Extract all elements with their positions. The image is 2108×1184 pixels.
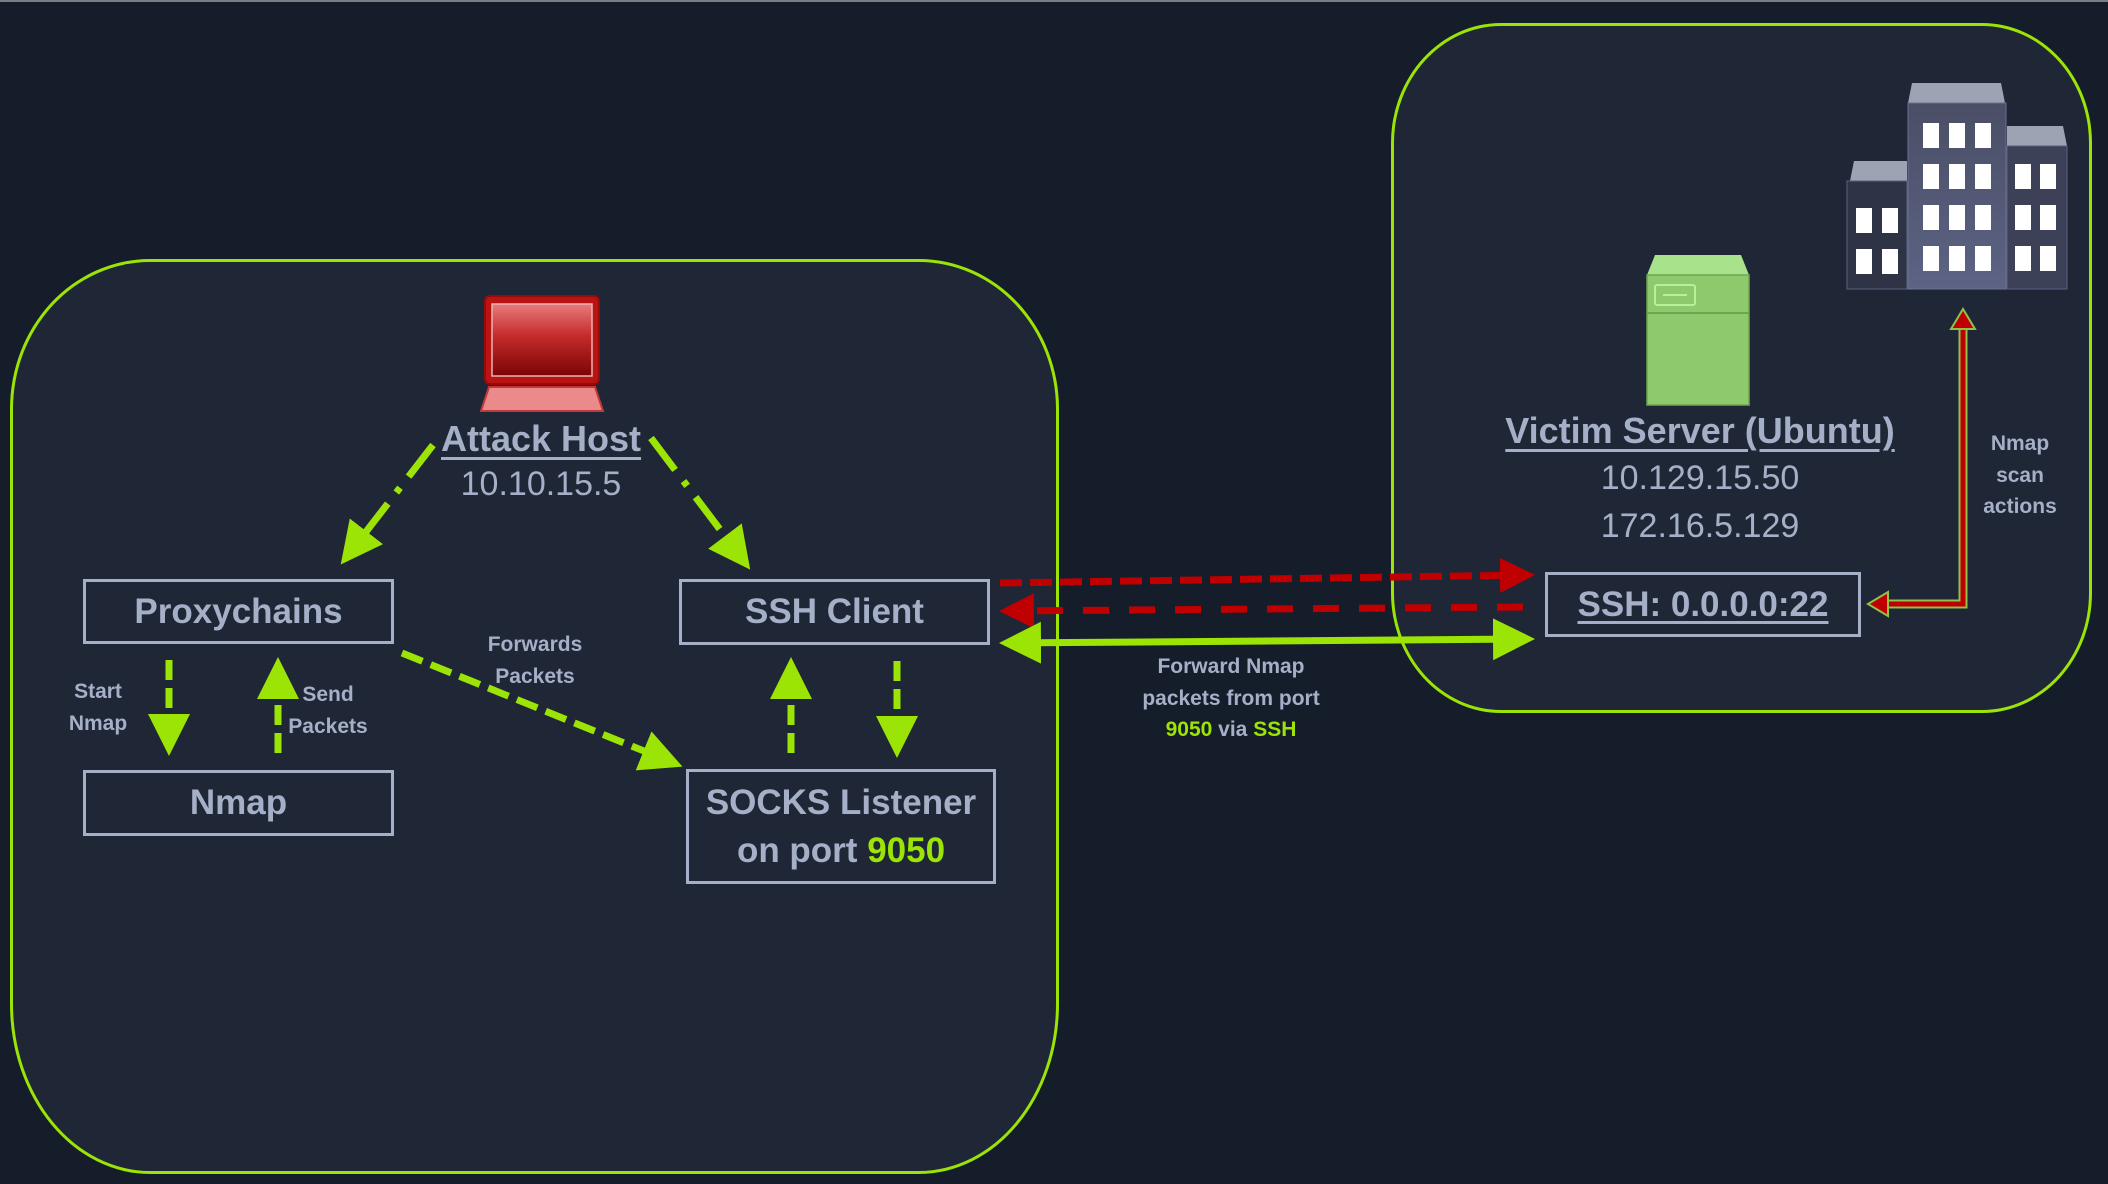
forward-via: via <box>1212 718 1254 741</box>
forward-nmap-line2: packets from port <box>1142 686 1320 710</box>
arrow-attackhost-to-proxychains <box>340 442 436 565</box>
arrow-nmap-scan-actions <box>1866 307 1977 618</box>
start-nmap-line2: Nmap <box>68 711 128 735</box>
proxychains-node[interactable]: Proxychains <box>83 579 394 644</box>
arrow-red-from-ssh-server <box>999 593 1524 629</box>
nmap-scan-actions-label: Nmap scan actions <box>1970 428 2070 523</box>
socks-port: 9050 <box>867 830 946 870</box>
ssh-client-node[interactable]: SSH Client <box>679 579 990 645</box>
victim-server-ip-2: 172.16.5.129 <box>1600 507 1800 545</box>
attack-host-ip: 10.10.15.5 <box>460 465 622 503</box>
forwards-packets-label: Forwards Packets <box>475 629 595 692</box>
nmap-label: Nmap <box>189 783 288 823</box>
arrow-forwards-packets <box>400 649 683 771</box>
ssh-client-label: SSH Client <box>745 592 924 632</box>
socks-port-prefix: on port <box>736 830 868 870</box>
socks-listener-line1: SOCKS Listener <box>705 783 977 823</box>
send-packets-label: Send Packets <box>278 679 378 742</box>
arrow-ssh-tunnel <box>999 618 1535 664</box>
nmap-scan-line3: actions <box>1983 495 2057 518</box>
ssh-server-node[interactable]: SSH: 0.0.0.0:22 <box>1545 572 1861 637</box>
forward-ssh: SSH <box>1253 718 1297 741</box>
nmap-scan-line1: Nmap <box>1990 432 2050 455</box>
forwards-packets-line1: Forwards <box>487 633 583 656</box>
office-buildings-icon <box>1846 83 2068 290</box>
laptop-icon <box>479 295 605 412</box>
forwards-packets-line2: Packets <box>495 664 575 688</box>
forward-port: 9050 <box>1165 718 1213 741</box>
victim-server-title: Victim Server (Ubuntu) <box>1505 410 1895 451</box>
victim-server-ip-1: 10.129.15.50 <box>1600 459 1800 497</box>
start-nmap-line1: Start <box>74 680 122 703</box>
nmap-scan-line2: scan <box>1996 463 2044 487</box>
proxychains-label: Proxychains <box>134 591 343 631</box>
socks-listener-line2: on port 9050 <box>737 827 945 874</box>
socks-listener-node[interactable]: SOCKS Listener on port 9050 <box>686 769 996 884</box>
arrow-red-to-ssh-server <box>999 557 1535 593</box>
top-border <box>0 0 2108 2</box>
ssh-server-label: SSH: 0.0.0.0:22 <box>1577 584 1829 624</box>
start-nmap-label: Start Nmap <box>48 676 148 739</box>
forward-nmap-label: Forward Nmap packets from port 9050 via … <box>1111 651 1351 746</box>
send-packets-line2: Packets <box>288 714 368 738</box>
nmap-node[interactable]: Nmap <box>83 770 394 836</box>
forward-nmap-line3: 9050 via SSH <box>1111 714 1351 746</box>
server-icon <box>1646 255 1750 406</box>
send-packets-line1: Send <box>302 683 354 706</box>
arrow-attackhost-to-sshclient <box>648 435 751 570</box>
attack-host-title: Attack Host <box>441 418 642 459</box>
